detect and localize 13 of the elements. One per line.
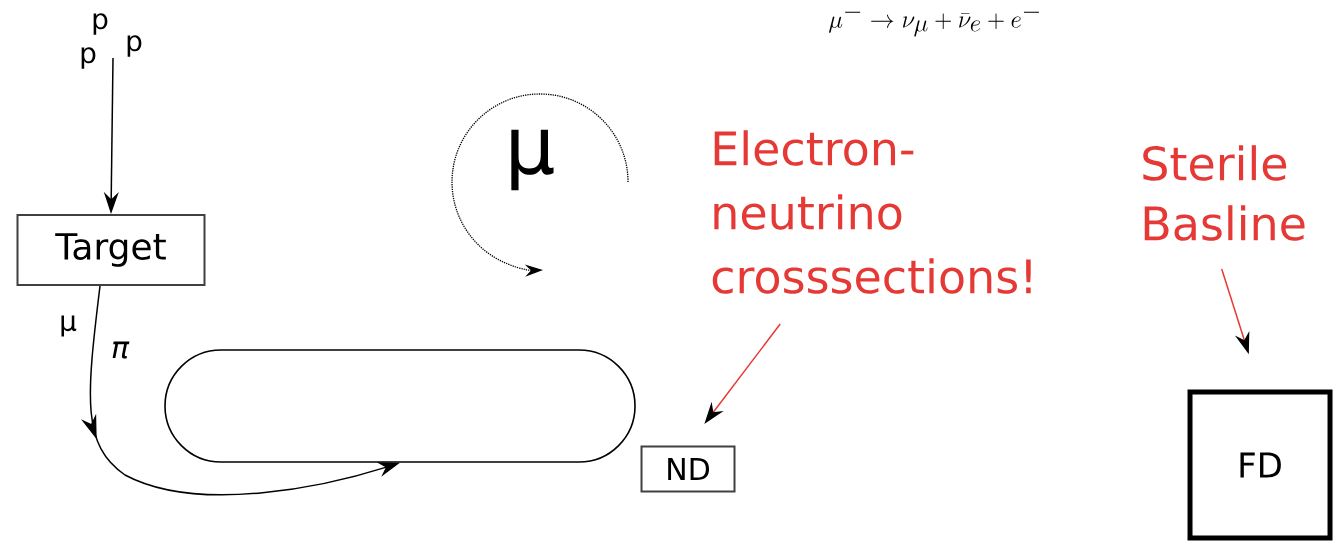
storage-ring	[164, 349, 636, 463]
particle-label: p	[93, 13, 108, 35]
particle-label: μ	[61, 315, 77, 337]
particle-symbol: μ	[511, 129, 554, 191]
annotation-text: Electron- neutrino crosssections!	[712, 130, 1031, 294]
particle-label: p	[127, 35, 142, 57]
detector-box: FD	[1187, 389, 1333, 541]
particle-label: π	[112, 341, 130, 359]
decay-formula: $\mu^- \rightarrow \nu_\mu + \bar{\nu}_e + e^-$	[829, 11, 1040, 37]
annotation-text: Sterile Basline	[1143, 145, 1305, 241]
target-box: Target	[16, 214, 206, 286]
particle-label: p	[81, 47, 96, 69]
detector-box: ND	[640, 445, 736, 493]
